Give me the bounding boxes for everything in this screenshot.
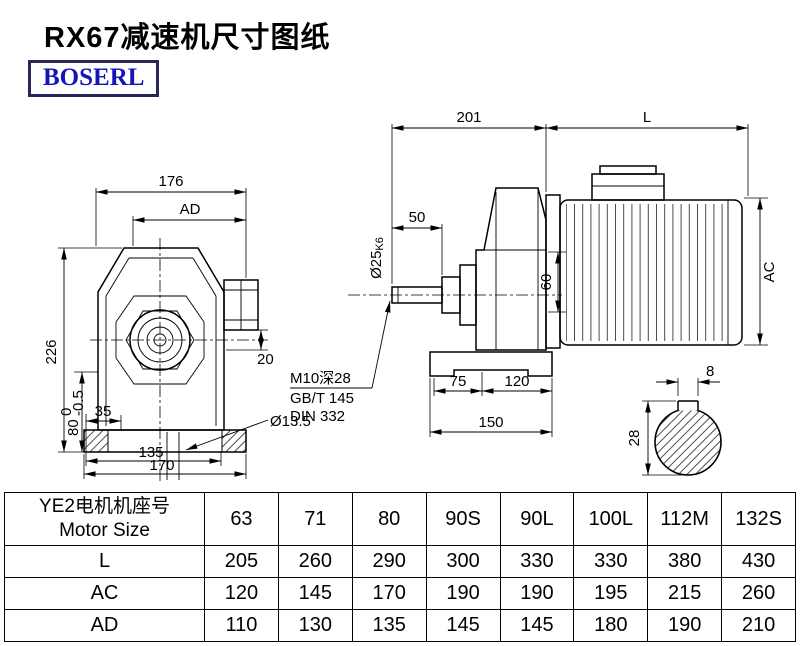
dim-75: 75 — [450, 373, 467, 390]
cell-L-71: 260 — [277, 545, 353, 578]
dim-shaft-25k6: Ø25K6 — [368, 237, 386, 279]
cell-L-112m: 380 — [647, 545, 723, 578]
size-col-71: 71 — [277, 492, 353, 546]
cell-AC-132s: 260 — [721, 577, 796, 610]
dim-L: L — [643, 109, 651, 126]
size-col-100l: 100L — [573, 492, 649, 546]
cell-AD-71: 130 — [277, 609, 353, 642]
shaft-section-view: 8 28 — [626, 363, 722, 476]
table-row-AC: AC 120 145 170 190 190 195 215 260 — [4, 577, 796, 610]
size-col-90s: 90S — [425, 492, 501, 546]
cell-L-90l: 330 — [499, 545, 575, 578]
thread-callout: M10深28 — [290, 370, 351, 387]
size-col-90l: 90L — [499, 492, 575, 546]
dim-hole-13-5: Ø13.5 — [270, 413, 311, 430]
dim-120: 120 — [504, 373, 529, 390]
dim-8: 8 — [706, 363, 714, 380]
cell-AD-63: 110 — [204, 609, 279, 642]
size-col-112m: 112M — [647, 492, 723, 546]
dim-150: 150 — [478, 414, 503, 431]
table-header-row: YE2电机机座号 Motor Size 63 71 80 90S 90L 100… — [4, 492, 796, 546]
cell-L-80: 290 — [351, 545, 427, 578]
dim-50: 50 — [409, 209, 426, 226]
cell-AC-90s: 190 — [425, 577, 501, 610]
cell-L-90s: 300 — [425, 545, 501, 578]
std-gbt-145: GB/T 145 — [290, 390, 354, 407]
cell-AD-112m: 190 — [647, 609, 723, 642]
side-view: 201 L 50 Ø25K6 60 AC M10深28 GB/T 145 — [290, 109, 778, 437]
dimension-table: YE2电机机座号 Motor Size 63 71 80 90S 90L 100… — [4, 492, 796, 642]
dim-201: 201 — [456, 109, 481, 126]
dim-135: 135 — [138, 444, 163, 461]
dim-60: 60 — [538, 274, 555, 291]
cell-AC-80: 170 — [351, 577, 427, 610]
dim-28: 28 — [626, 430, 643, 447]
dim-80-tol-upper: 0 — [58, 408, 75, 416]
std-din-332: DIN 332 — [290, 408, 345, 425]
cell-L-100l: 330 — [573, 545, 649, 578]
row-label-AD: AD — [4, 609, 205, 642]
dim-35: 35 — [95, 403, 112, 420]
cell-L-63: 205 — [204, 545, 279, 578]
dim-20: 20 — [257, 351, 274, 368]
motor-size-label-cn: YE2电机机座号 — [39, 496, 170, 518]
row-label-AC: AC — [4, 577, 205, 610]
cell-AC-63: 120 — [204, 577, 279, 610]
size-col-132s: 132S — [721, 492, 796, 546]
cell-AD-90l: 145 — [499, 609, 575, 642]
cell-AC-90l: 190 — [499, 577, 575, 610]
size-col-63: 63 — [204, 492, 279, 546]
cell-AC-100l: 195 — [573, 577, 649, 610]
row-label-L: L — [4, 545, 205, 578]
dim-170: 170 — [149, 457, 174, 474]
cell-L-132s: 430 — [721, 545, 796, 578]
motor-size-header: YE2电机机座号 Motor Size — [4, 492, 205, 546]
cell-AD-100l: 180 — [573, 609, 649, 642]
dim-226: 226 — [43, 339, 60, 364]
table-row-L: L 205 260 290 300 330 330 380 430 — [4, 545, 796, 578]
front-view: 176 AD 226 80 0 -0.5 35 13 — [43, 173, 311, 484]
technical-drawing: 176 AD 226 80 0 -0.5 35 13 — [43, 109, 778, 484]
cell-AD-80: 135 — [351, 609, 427, 642]
dim-AC: AC — [761, 261, 778, 282]
dim-80: 80 — [65, 419, 82, 436]
table-row-AD: AD 110 130 135 145 145 180 190 210 — [4, 609, 796, 642]
cell-AD-90s: 145 — [425, 609, 501, 642]
dim-80-tol-lower: -0.5 — [70, 390, 87, 416]
cell-AC-71: 145 — [277, 577, 353, 610]
brand-logo: BOSERL — [28, 60, 160, 97]
size-col-80: 80 — [351, 492, 427, 546]
dim-AD: AD — [180, 201, 201, 218]
motor-size-label-en: Motor Size — [59, 520, 150, 541]
dim-176: 176 — [158, 173, 183, 190]
cell-AC-112m: 215 — [647, 577, 723, 610]
cell-AD-132s: 210 — [721, 609, 796, 642]
page-title: RX67减速机尺寸图纸 — [44, 22, 331, 54]
